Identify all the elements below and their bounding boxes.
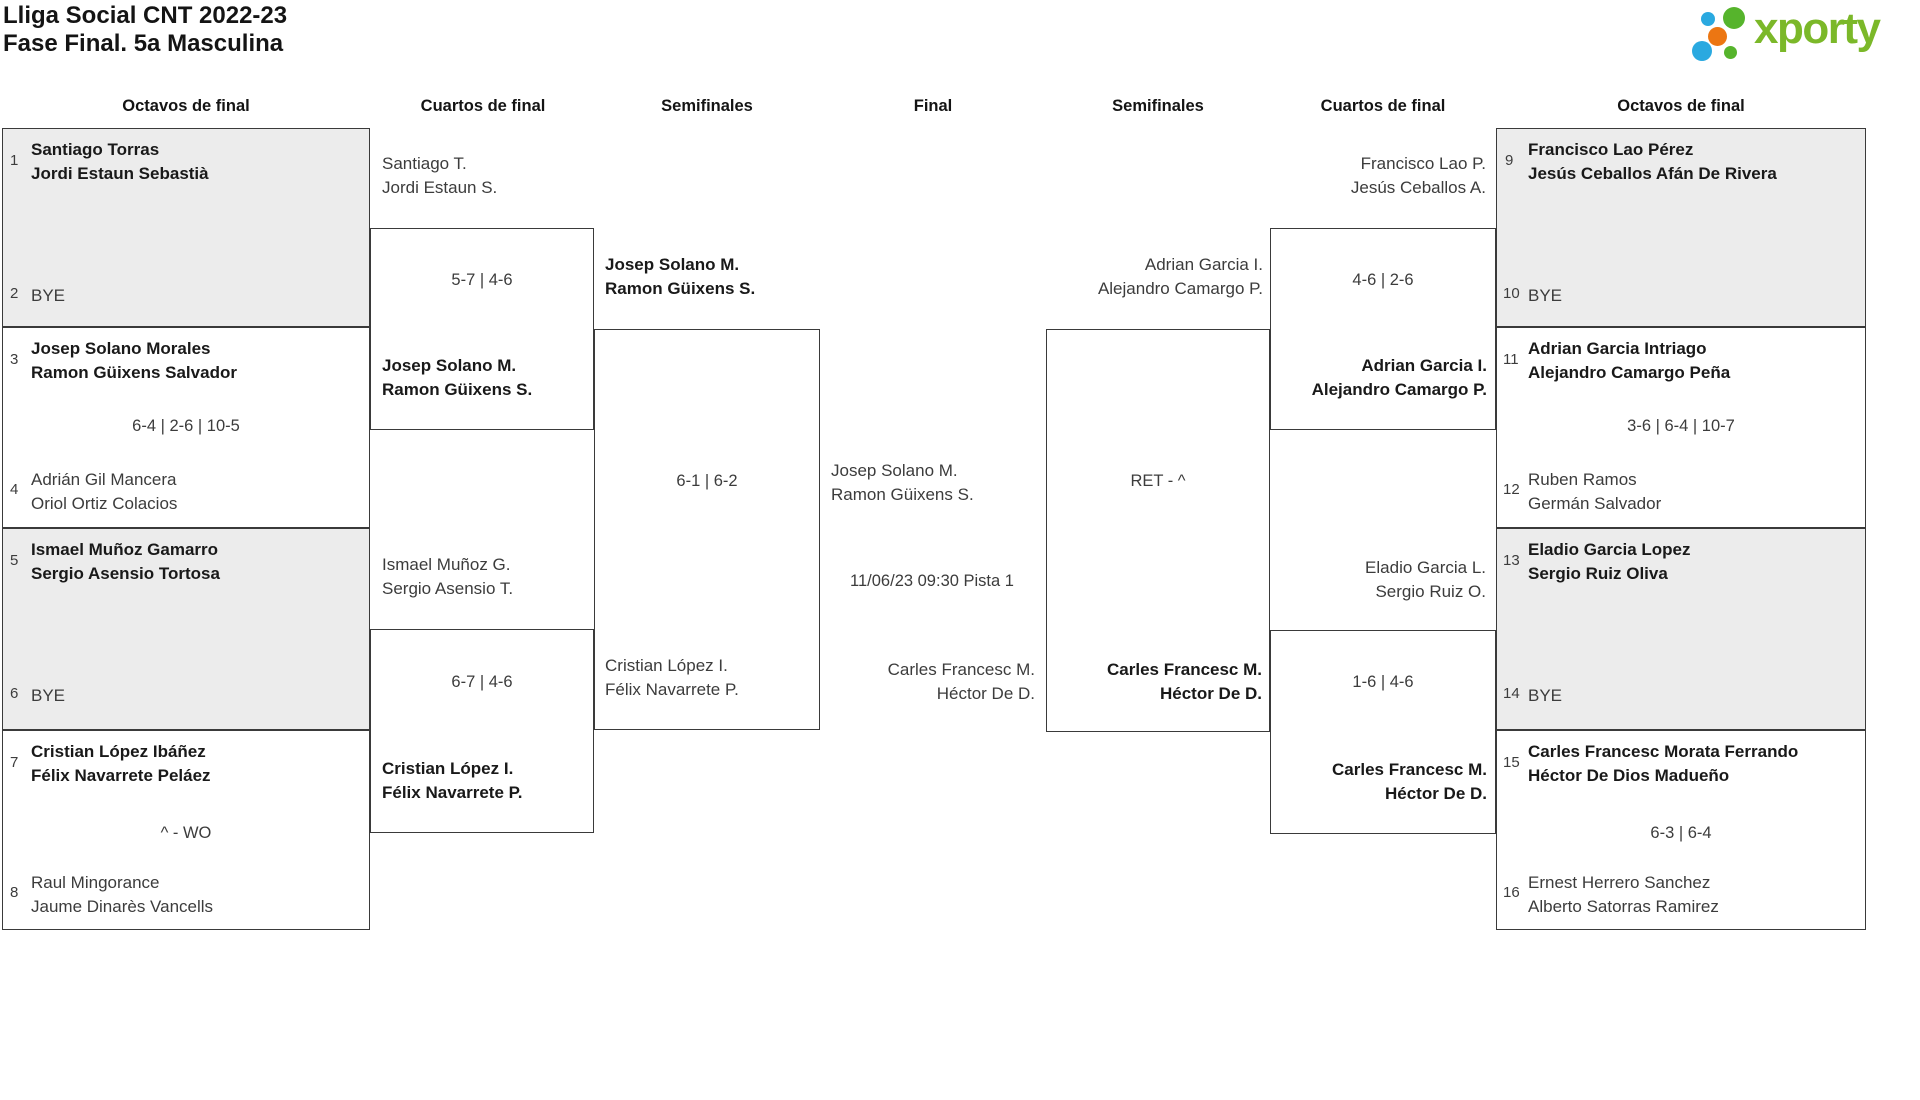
logo-dot-green-big bbox=[1723, 7, 1745, 29]
seed-number: 9 bbox=[1505, 152, 1514, 169]
match-score: 4-6 | 2-6 bbox=[1352, 271, 1414, 289]
seed-number: 12 bbox=[1503, 481, 1520, 498]
qf-right-bottom-box bbox=[1270, 630, 1496, 834]
seed-number: 10 bbox=[1503, 285, 1520, 302]
seed-number: 7 bbox=[10, 754, 19, 771]
match-score: ^ - WO bbox=[160, 824, 212, 842]
team-entry[interactable]: Josep Solano M.Ramon Güixens S. bbox=[382, 356, 533, 399]
tournament-name: Lliga Social CNT 2022-23 bbox=[3, 2, 288, 29]
seed-number: 11 bbox=[1503, 351, 1519, 368]
column-header-octavos-left: Octavos de final bbox=[122, 97, 250, 115]
seed-number: 1 bbox=[10, 152, 19, 169]
qf-left-bottom-box bbox=[370, 629, 594, 833]
page-title: Lliga Social CNT 2022-23 Fase Final. 5a … bbox=[3, 2, 287, 58]
column-header-semis-left: Semifinales bbox=[661, 97, 753, 115]
team-entry[interactable]: Adrian Garcia I.Alejandro Camargo P. bbox=[1097, 255, 1263, 298]
team-entry[interactable]: Josep Solano M.Ramon Güixens S. bbox=[605, 255, 756, 298]
match-score: RET - ^ bbox=[1130, 472, 1186, 490]
seed-number: 8 bbox=[10, 884, 19, 901]
match-score: 6-1 | 6-2 bbox=[676, 472, 738, 490]
team-entry[interactable]: BYE bbox=[1528, 286, 1563, 305]
logo-dot-green-small bbox=[1724, 46, 1737, 59]
team-entry[interactable]: Josep Solano M.Ramon Güixens S. bbox=[831, 461, 974, 504]
team-entry[interactable]: Carles Francesc M.Héctor De D. bbox=[1107, 660, 1262, 703]
sf-right-box bbox=[1046, 329, 1270, 732]
seed-number: 14 bbox=[1503, 685, 1520, 702]
seed-number: 16 bbox=[1503, 884, 1520, 901]
sf-left-box bbox=[594, 329, 820, 730]
phase-name: Fase Final. 5a Masculina bbox=[3, 30, 284, 57]
qf-right-top-box bbox=[1270, 228, 1496, 430]
logo-dot-orange bbox=[1708, 27, 1727, 46]
final-schedule: 11/06/23 09:30 Pista 1 bbox=[850, 572, 1014, 590]
seed-number: 15 bbox=[1503, 754, 1520, 771]
match-score: 6-4 | 2-6 | 10-5 bbox=[132, 417, 240, 435]
team-entry[interactable]: BYE bbox=[1528, 686, 1563, 705]
match-score: 6-3 | 6-4 bbox=[1650, 824, 1712, 842]
seed-number: 4 bbox=[10, 481, 19, 498]
team-entry[interactable]: BYE bbox=[31, 686, 66, 705]
logo-dot-blue-big bbox=[1692, 41, 1712, 61]
team-entry[interactable]: BYE bbox=[31, 286, 66, 305]
column-header-octavos-right: Octavos de final bbox=[1617, 97, 1745, 115]
logo-dot-blue-small bbox=[1701, 12, 1715, 26]
team-entry[interactable]: Carles Francesc M.Héctor De D. bbox=[1332, 760, 1487, 803]
team-entry[interactable]: Santiago T.Jordi Estaun S. bbox=[382, 154, 498, 197]
qf-left-top-box bbox=[370, 228, 594, 430]
seed-number: 13 bbox=[1503, 552, 1520, 569]
column-header-cuartos-left: Cuartos de final bbox=[420, 97, 546, 115]
team-entry[interactable]: Carles Francesc M.Héctor De D. bbox=[887, 660, 1035, 703]
column-header-semis-right: Semifinales bbox=[1112, 97, 1204, 115]
seed-number: 2 bbox=[10, 285, 19, 302]
team-entry[interactable]: Ismael Muñoz G.Sergio Asensio T. bbox=[382, 555, 514, 598]
column-header-final: Final bbox=[913, 97, 953, 115]
team-entry[interactable]: Francisco Lao P.Jesús Ceballos A. bbox=[1350, 154, 1486, 197]
team-entry[interactable]: Eladio Garcia L.Sergio Ruiz O. bbox=[1365, 558, 1486, 601]
team-entry[interactable]: Cristian López I.Félix Navarrete P. bbox=[605, 656, 739, 699]
column-header-cuartos-right: Cuartos de final bbox=[1320, 97, 1446, 115]
match-score: 3-6 | 6-4 | 10-7 bbox=[1627, 417, 1735, 435]
team-entry[interactable]: Cristian López I.Félix Navarrete P. bbox=[382, 759, 523, 802]
team-entry[interactable]: Adrian Garcia I.Alejandro Camargo P. bbox=[1311, 356, 1487, 399]
seed-number: 5 bbox=[10, 552, 19, 569]
match-score: 6-7 | 4-6 bbox=[451, 673, 513, 691]
seed-number: 3 bbox=[10, 351, 19, 368]
match-score: 1-6 | 4-6 bbox=[1352, 673, 1414, 691]
match-score: 5-7 | 4-6 bbox=[451, 271, 513, 289]
seed-number: 6 bbox=[10, 685, 19, 702]
logo-wordmark: xporty bbox=[1754, 4, 1881, 53]
